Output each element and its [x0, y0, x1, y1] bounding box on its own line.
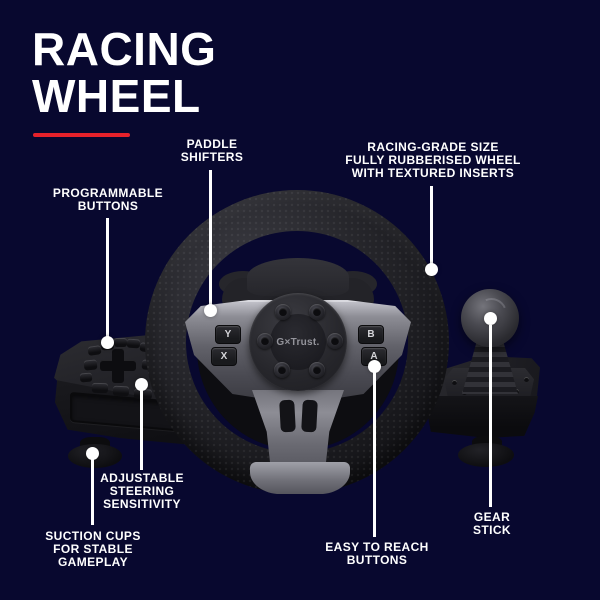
hub-screw: [309, 304, 325, 320]
button-y: Y: [215, 325, 241, 344]
spoke-slot: [301, 399, 318, 433]
panel-button: [91, 382, 109, 394]
callout-label-programmable-buttons: PROGRAMMABLE BUTTONS: [52, 186, 164, 213]
callout-dot-programmable-buttons: [101, 336, 114, 349]
callout-line-suction-cups: [91, 459, 94, 525]
hub-screw: [327, 333, 343, 349]
suction-cup-right: [458, 443, 514, 467]
panel-button: [112, 385, 130, 397]
brand-logo: G×Trust.: [270, 314, 326, 370]
callout-label-gear-stick: GEAR STICK: [473, 510, 511, 537]
callout-label-paddle-shifters: PADDLE SHIFTERS: [180, 137, 244, 164]
callout-line-easy-reach: [373, 372, 376, 537]
callout-label-adjustable-steering: ADJUSTABLE STEERING SENSITIVITY: [100, 471, 184, 511]
title-underline: [33, 133, 130, 137]
bottom-rim-insert: [250, 462, 350, 494]
panel-button: [126, 338, 141, 349]
callout-line-paddle-shifters: [209, 170, 212, 306]
callout-dot-racing-grade: [425, 263, 438, 276]
dpad-vertical: [112, 348, 124, 383]
callout-line-programmable-buttons: [106, 218, 109, 338]
panel-button: [79, 372, 93, 383]
callout-dot-suction-cups: [86, 447, 99, 460]
panel-button: [83, 359, 98, 371]
page-title-line-2: WHEEL: [32, 70, 201, 122]
panel-button: [114, 338, 127, 347]
page-title-line-1: RACING: [32, 23, 217, 75]
spoke-slot: [279, 399, 296, 433]
hub-screw: [309, 362, 325, 378]
callout-label-easy-reach: EASY TO REACH BUTTONS: [325, 540, 429, 567]
callout-dot-adjustable-steering: [135, 378, 148, 391]
gear-stick-base-front: [424, 396, 538, 438]
panel-button: [87, 345, 102, 356]
button-b: B: [358, 325, 384, 344]
mount-screw: [524, 377, 529, 382]
hub-screw: [274, 362, 290, 378]
mount-screw: [452, 380, 457, 385]
callout-dot-paddle-shifters: [204, 304, 217, 317]
callout-dot-easy-reach: [368, 360, 381, 373]
callout-label-racing-grade: RACING-GRADE SIZE FULLY RUBBERISED WHEEL…: [345, 140, 521, 180]
hub-screw: [275, 304, 291, 320]
hub-screw: [257, 333, 273, 349]
button-x: X: [211, 347, 237, 366]
callout-dot-gear-stick: [484, 312, 497, 325]
callout-line-gear-stick: [489, 325, 492, 507]
callout-label-suction-cups: SUCTION CUPS FOR STABLE GAMEPLAY: [45, 529, 141, 569]
callout-line-adjustable-steering: [140, 390, 143, 470]
callout-line-racing-grade: [430, 186, 433, 266]
top-pad: [247, 258, 349, 296]
